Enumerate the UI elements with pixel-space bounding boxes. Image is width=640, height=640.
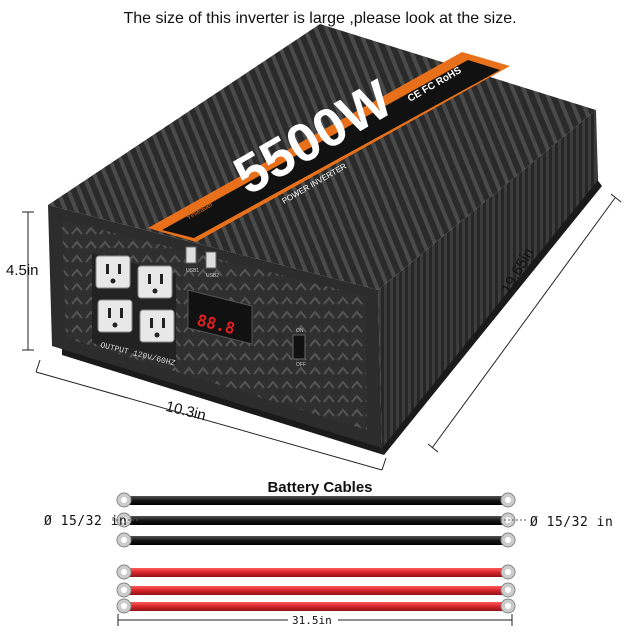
usb-ports: [185, 246, 217, 269]
black-cable: [116, 512, 516, 528]
red-cable: [116, 564, 516, 580]
hole-diameter-label-right: Ø 15/32 in: [530, 515, 614, 530]
hole-diameter-label-left: Ø 15/32 in: [44, 514, 128, 529]
usb-port-1: [185, 246, 197, 264]
outlet-2: [137, 265, 173, 299]
black-cables: [116, 492, 516, 548]
cable-length-line: [117, 614, 513, 626]
cable-length-label: 31.5in: [292, 614, 332, 627]
usb1-label: USB1: [186, 268, 199, 274]
black-cable: [116, 492, 516, 508]
usb2-label: USB2: [206, 273, 219, 279]
headline: The size of this inverter is large ,plea…: [123, 10, 517, 27]
outlets: [95, 255, 175, 343]
red-cable: [116, 582, 516, 598]
outlet-4: [139, 309, 175, 343]
dimension-lines: [22, 193, 622, 471]
height-dimension-label: 4.5in: [6, 262, 39, 279]
power-switch: [292, 334, 306, 360]
outlet-3: [97, 299, 133, 333]
battery-cables-title: Battery Cables: [267, 479, 373, 496]
led-display: [187, 289, 253, 345]
red-cable: [116, 598, 516, 614]
red-cables: [116, 564, 516, 614]
inverter-body: [48, 24, 602, 455]
black-cable: [116, 532, 516, 548]
usb-port-2: [205, 251, 217, 269]
switch-on-label: ON: [296, 328, 304, 334]
switch-off-label: OFF: [296, 362, 306, 368]
outlet-1: [95, 255, 131, 289]
